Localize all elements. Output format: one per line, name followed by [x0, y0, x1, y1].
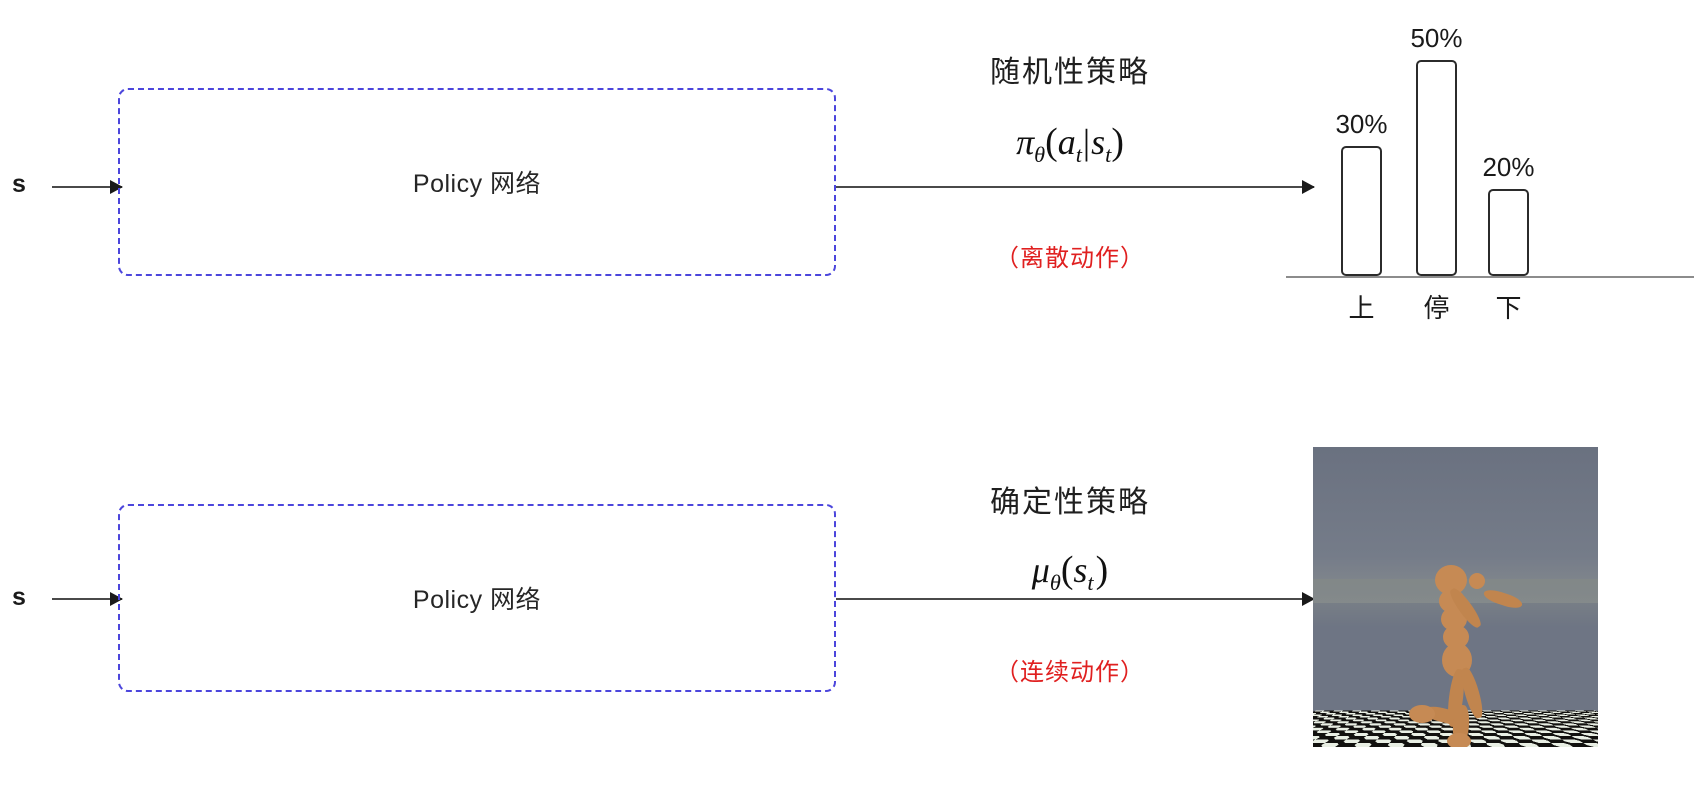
action-note-deterministic: （连续动作）: [995, 659, 1145, 686]
humanoid-simulation-image: [1313, 447, 1598, 747]
state-label-stochastic: s: [12, 170, 26, 198]
policy-formula-deterministic: μθ(st): [930, 548, 1210, 596]
formula-head-subscript: θ: [1034, 142, 1046, 168]
input-arrow-stochastic: [52, 186, 122, 188]
formula-head-subscript: θ: [1049, 570, 1061, 596]
bar-rect: [1488, 189, 1529, 276]
formula-close-paren: ): [1095, 549, 1109, 591]
formula-arg1-subscript: t: [1087, 570, 1094, 596]
policy-network-label-deterministic: Policy 网络: [412, 586, 542, 614]
action-distribution-chart: 30% 上 50% 停 20% 下: [1286, 23, 1694, 323]
formula-open-paren: (: [1060, 549, 1074, 591]
formula-arg2: s: [1091, 122, 1106, 162]
humanoid-left-foot: [1409, 705, 1435, 723]
policy-type-deterministic: 确定性策略: [990, 486, 1150, 519]
formula-open-paren: (: [1045, 121, 1058, 163]
bar-rect: [1416, 60, 1457, 276]
bar-column: 20%: [1482, 152, 1535, 276]
policy-network-box-deterministic: Policy 网络: [118, 504, 836, 692]
output-arrow-deterministic: [836, 598, 1314, 600]
policy-network-label-stochastic: Policy 网络: [412, 170, 542, 198]
formula-arg2-subscript: t: [1105, 142, 1112, 168]
formula-arg1: a: [1057, 122, 1076, 162]
bar-value-label: 20%: [1482, 152, 1535, 182]
formula-arg1: s: [1073, 550, 1088, 590]
humanoid-fist: [1469, 573, 1485, 589]
output-arrow-stochastic: [836, 186, 1314, 188]
bar-category-label: 上: [1348, 293, 1375, 323]
formula-head: μ: [1031, 550, 1050, 590]
policy-formula-stochastic: πθ(at|st): [930, 120, 1210, 168]
input-arrow-deterministic: [52, 598, 122, 600]
action-note-stochastic: （离散动作）: [995, 245, 1145, 272]
policy-network-box-stochastic: Policy 网络: [118, 88, 836, 276]
state-label-deterministic: s: [12, 583, 26, 611]
formula-head: π: [1016, 122, 1035, 162]
bar-column: 30%: [1335, 109, 1388, 276]
bar-value-label: 50%: [1410, 23, 1463, 53]
formula-separator: |: [1082, 122, 1091, 162]
formula-arg1-subscript: t: [1075, 142, 1082, 168]
bar-category-label: 下: [1495, 293, 1522, 323]
bar-value-label: 30%: [1335, 109, 1388, 139]
humanoid-right-foot: [1447, 733, 1471, 747]
chart-x-axis: [1286, 276, 1694, 278]
bar-category-label: 停: [1423, 293, 1450, 323]
bar-rect: [1341, 146, 1382, 276]
formula-close-paren: ): [1111, 121, 1124, 163]
policy-type-stochastic: 随机性策略: [990, 56, 1150, 89]
bar-column: 50%: [1410, 23, 1463, 276]
